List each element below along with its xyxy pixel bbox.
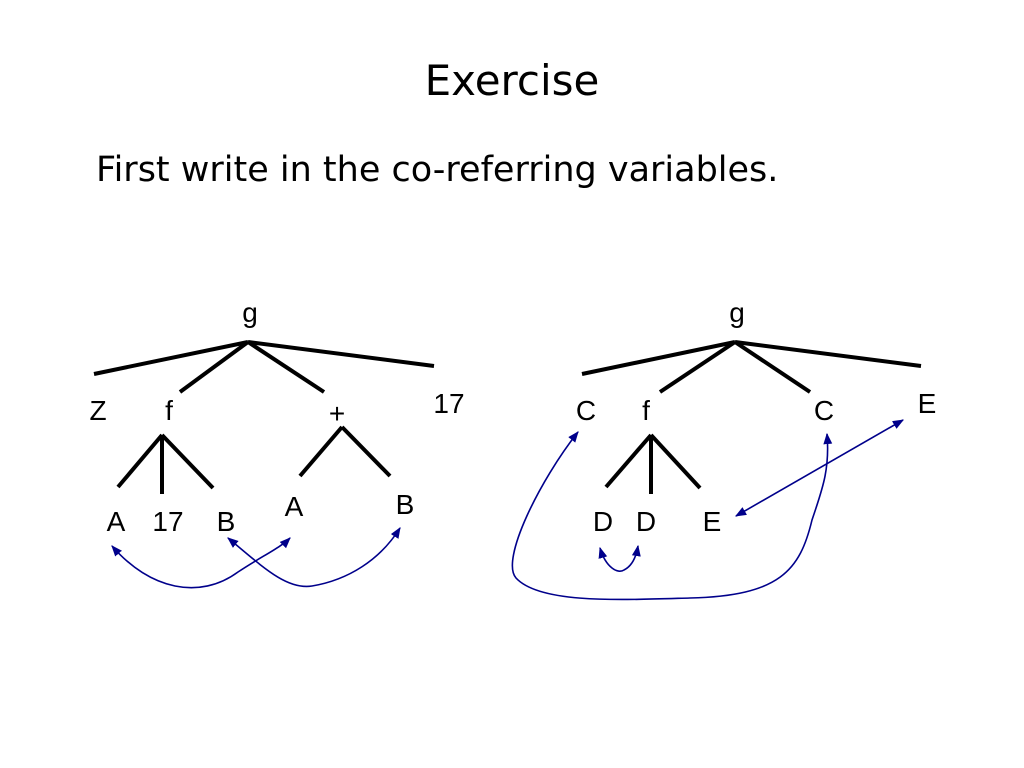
left-root-label: g — [242, 297, 258, 328]
left-f-b-label: B — [217, 506, 236, 537]
right-f-label: f — [642, 395, 650, 426]
right-edge-f-e — [649, 433, 702, 490]
link-right-d-d — [598, 544, 641, 572]
right-edge-g-c2 — [733, 340, 812, 394]
link-right-c-c — [511, 431, 833, 601]
link-right-e-e — [735, 419, 904, 517]
link-left-a-a — [111, 537, 291, 589]
left-plus-a-label: A — [285, 491, 304, 522]
left-edge-g-plus — [246, 340, 326, 394]
slide-title: Exercise — [424, 56, 600, 105]
left-edge-f-b — [160, 433, 215, 490]
left-edge-f-a — [116, 433, 164, 489]
right-edge-f-d1 — [604, 433, 653, 489]
left-z-label: Z — [89, 395, 106, 426]
link-left-b-b — [227, 527, 401, 588]
right-f-d1-label: D — [593, 506, 613, 537]
left-edge-g-17 — [247, 340, 435, 368]
right-edge-g-f — [658, 340, 737, 394]
right-f-e-label: E — [703, 506, 722, 537]
right-c2-label: C — [814, 395, 834, 426]
coreference-links — [111, 419, 904, 601]
left-f-a-label: A — [107, 506, 126, 537]
left-edge-g-f — [178, 340, 250, 394]
left-tree: g Z f + 17 A 17 B A B — [89, 297, 464, 537]
left-plus-label: + — [329, 398, 345, 429]
left-edge-plus-b — [340, 425, 392, 478]
right-edge-g-c1 — [581, 340, 736, 376]
right-tree: g C f C E D D E — [576, 297, 936, 537]
left-f-17-label: 17 — [152, 506, 183, 537]
right-c1-label: C — [576, 395, 596, 426]
left-plus-b-label: B — [396, 489, 415, 520]
right-root-label: g — [729, 297, 745, 328]
left-edge-g-z — [93, 340, 249, 376]
left-edge-plus-a — [298, 425, 344, 478]
left-f-label: f — [165, 395, 173, 426]
right-e-label: E — [918, 388, 937, 419]
left-17-label: 17 — [433, 388, 464, 419]
right-f-d2-label: D — [636, 506, 656, 537]
slide-instruction: First write in the co-referring variable… — [96, 150, 779, 190]
right-edge-g-e — [734, 340, 922, 368]
